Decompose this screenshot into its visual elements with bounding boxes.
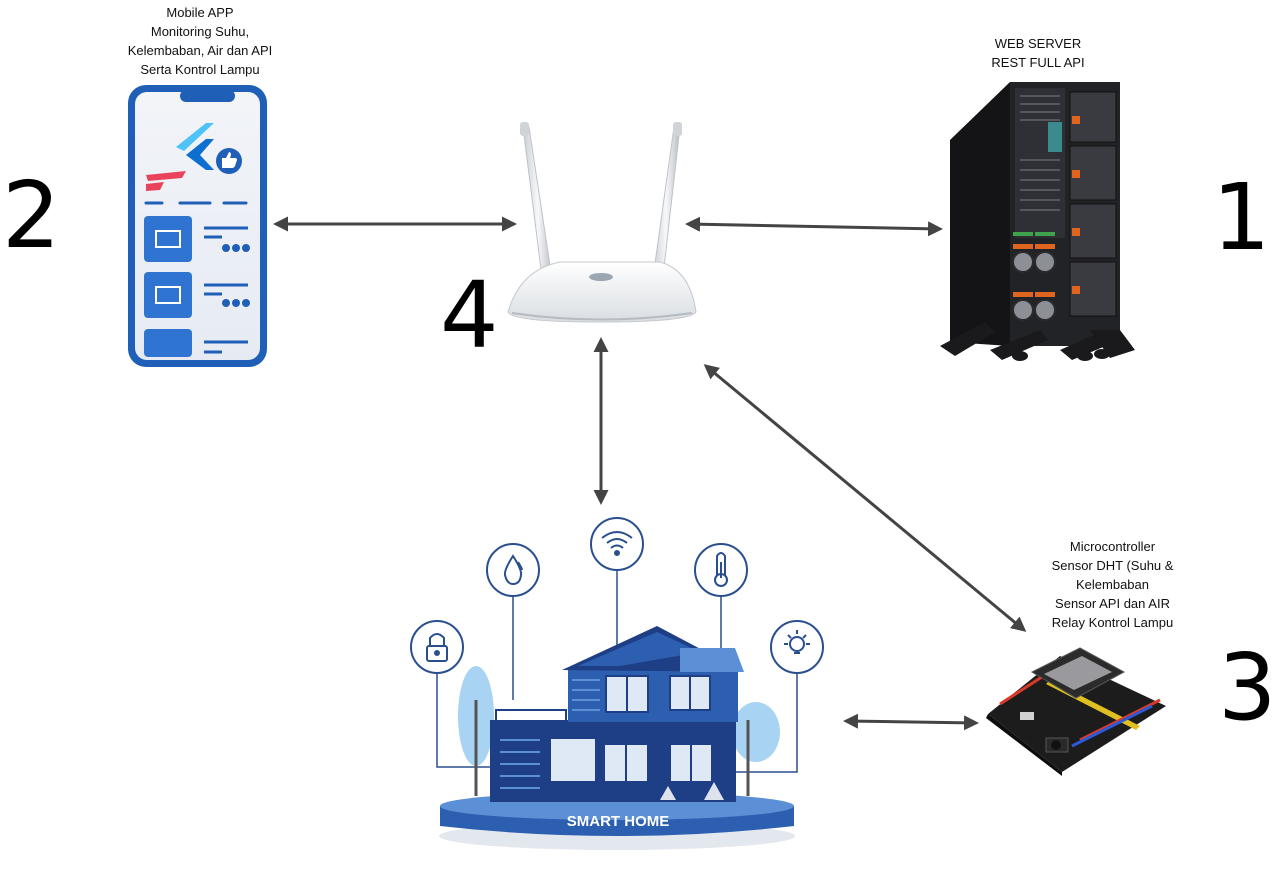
node-number-mobile: 2 [2,162,61,269]
mobile-app-caption: Mobile APP Monitoring Suhu, Kelembaban, … [127,5,273,77]
web-server-tower [940,82,1135,361]
like-icon [222,152,237,168]
thermometer-icon [714,552,728,587]
node-number-server: 1 [1212,164,1271,271]
image-icon [155,230,181,248]
arrow-router-microcontroller [703,364,1027,632]
microcontroller-board [986,647,1166,776]
phone-list-item [144,216,250,262]
image-icon [155,286,181,304]
phone-list-item [144,272,250,318]
water-drop-icon [503,554,523,586]
wifi-router [507,122,697,323]
smart-home-illustration: SMART HOME [410,517,824,850]
node-number-microcontroller: 3 [1218,634,1277,741]
arrow-router-server [685,216,943,237]
flutter-logo-icon [176,123,242,174]
smart-home-label: SMART HOME [567,813,670,830]
microcontroller-caption: Microcontroller Sensor DHT (Suhu & Kelem… [1051,539,1174,630]
web-server-caption: WEB SERVER REST FULL API [991,36,1085,70]
mobile-phone [128,85,267,367]
node-number-router: 4 [440,262,499,369]
lock-icon [426,633,448,662]
phone-list-item [144,329,248,357]
wifi-icon [601,531,633,556]
connection-arrows [273,216,1027,731]
arrow-home-microcontroller [843,713,979,731]
light-bulb-icon [784,630,810,654]
